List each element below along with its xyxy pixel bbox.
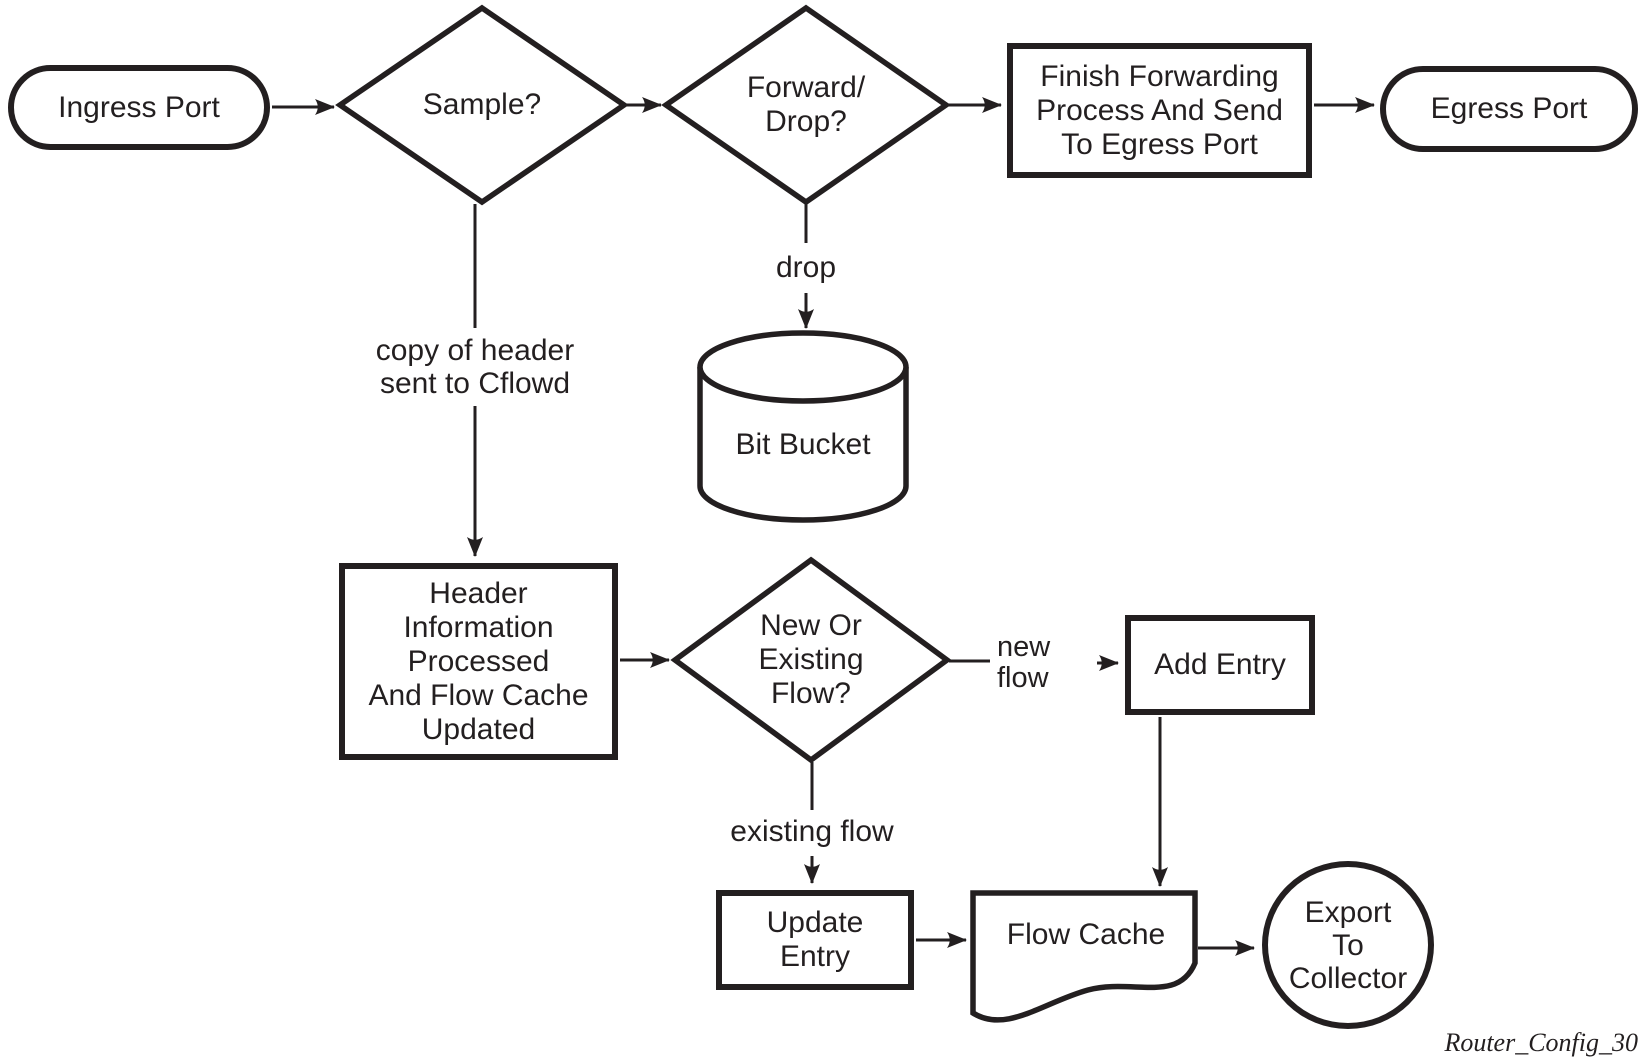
new-or-existing-decision-label: New Or Existing Flow? <box>758 609 864 710</box>
new-or-existing-decision-shape <box>670 556 952 764</box>
export-to-collector-node: Export To Collector <box>1262 861 1434 1029</box>
forward-drop-decision-shape <box>661 4 951 206</box>
bit-bucket-cylinder-top <box>697 330 909 404</box>
bit-bucket-label: Bit Bucket <box>735 428 871 461</box>
flow-cache-label: Flow Cache <box>1006 918 1166 951</box>
add-entry-node: Add Entry <box>1125 615 1315 715</box>
bit-bucket-cylinder-body <box>697 367 909 523</box>
existing-flow-edge-label: existing flow <box>687 812 937 850</box>
copy-of-header-edge-label: copy of header sent to Cflowd <box>335 333 615 401</box>
ingress-port-node: Ingress Port <box>8 65 270 150</box>
egress-port-node: Egress Port <box>1380 66 1638 152</box>
update-entry-node: Update Entry <box>716 890 914 990</box>
finish-forwarding-node: Finish Forwarding Process And Send To Eg… <box>1007 43 1312 178</box>
forward-drop-decision-label: Forward/ Drop? <box>746 71 866 138</box>
figure-caption: Router_Config_30 <box>1444 1028 1638 1057</box>
sample-decision-label: Sample? <box>422 88 542 121</box>
sample-decision-shape <box>335 4 629 206</box>
header-info-node: Header Information Processed And Flow Ca… <box>339 563 618 760</box>
flow-cache-document-shape <box>970 890 1198 1023</box>
drop-edge-label: drop <box>746 245 866 289</box>
new-flow-edge-label: new flow <box>997 631 1097 695</box>
